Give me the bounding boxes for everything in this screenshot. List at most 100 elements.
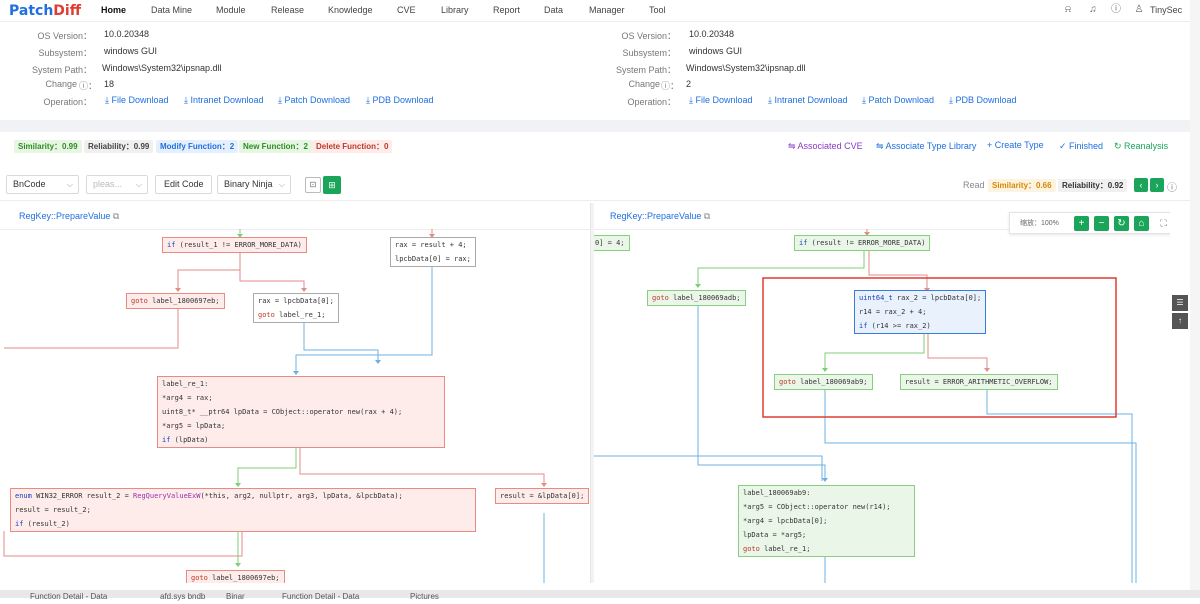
binary-ninja-select[interactable]: Binary Ninja⌵: [217, 175, 291, 194]
copy-icon[interactable]: ⧉: [112, 211, 120, 221]
graph-node[interactable]: rax = result + 4; lpcbData[0] = rax;: [390, 237, 476, 267]
function-select[interactable]: pleas...⌵: [86, 175, 148, 194]
prev-diff-icon[interactable]: ‹: [1134, 178, 1148, 192]
graph-node[interactable]: rax = lpcbData[0]; goto label_re_1;: [253, 293, 339, 323]
user-name[interactable]: TinySec: [1150, 5, 1183, 15]
zoom-in-icon[interactable]: +: [1074, 216, 1089, 231]
page-scrollbar[interactable]: [1190, 0, 1200, 598]
nav-manager[interactable]: Manager: [589, 5, 625, 15]
nav-data-mine[interactable]: Data Mine: [151, 5, 193, 15]
operation-label: Operation：: [627, 97, 676, 107]
file-download-link[interactable]: ⤓ File Download: [689, 95, 753, 105]
os-version-value: 10.0.20348: [104, 29, 150, 39]
read-label: Read: [963, 180, 985, 190]
subsystem-value: windows GUI: [689, 46, 743, 56]
fullscreen-icon[interactable]: ⛶: [1160, 218, 1167, 228]
nav-library[interactable]: Library: [441, 5, 469, 15]
edit-code-button[interactable]: Edit Code: [155, 175, 212, 194]
graph-node[interactable]: 0] = 4;: [594, 235, 630, 251]
copy-icon[interactable]: ⧉: [703, 211, 711, 221]
nav-release[interactable]: Release: [271, 5, 305, 15]
taskbar-tab[interactable]: Binar: [226, 592, 245, 601]
nav-knowledge[interactable]: Knowledge: [328, 5, 373, 15]
modify-function-badge[interactable]: Modify Function：2: [156, 140, 239, 153]
left-graph-pane[interactable]: RegKey::PrepareValue ⧉ if (result_1 != E…: [0, 203, 590, 583]
scroll-top-icon[interactable]: ↑: [1172, 313, 1188, 329]
finished-link[interactable]: ✓ Finished: [1059, 141, 1104, 151]
os-version-label: OS Version：: [37, 31, 92, 41]
graph-node[interactable]: result = &lpData[0];: [495, 488, 590, 504]
bncode-select[interactable]: BnCode⌵: [6, 175, 79, 194]
operation-label: Operation：: [43, 97, 92, 107]
reanalysis-link[interactable]: ↻ Reanalysis: [1114, 141, 1169, 151]
help-icon[interactable]: ⓘ: [1167, 183, 1177, 194]
nav-report[interactable]: Report: [493, 5, 521, 15]
graph-node[interactable]: uint64_t rax_2 = lpcbData[0]; r14 = rax_…: [854, 290, 987, 334]
subsystem-label: Subsystem：: [622, 48, 676, 58]
patch-download-link[interactable]: ⤓ Patch Download: [862, 95, 935, 105]
list-icon[interactable]: ☰: [1172, 295, 1188, 311]
reset-zoom-icon[interactable]: ↻: [1114, 216, 1129, 231]
taskbar: [0, 590, 1200, 598]
system-path-label: System Path：: [31, 65, 92, 75]
pane-splitter[interactable]: [590, 203, 594, 583]
subsystem-value: windows GUI: [104, 46, 158, 56]
pdb-download-link[interactable]: ⤓ PDB Download: [949, 95, 1017, 105]
graph-node[interactable]: result = ERROR_ARITHMETIC_OVERFLOW;: [900, 374, 1058, 390]
intranet-download-link[interactable]: ⤓ Intranet Download: [768, 95, 848, 105]
help-icon[interactable]: ⓘ：: [661, 81, 680, 91]
reliability-badge: Reliability：0.92: [1058, 179, 1128, 192]
graph-node[interactable]: label_180069ab9: *arg5 = CObject::operat…: [738, 485, 915, 557]
taskbar-tab[interactable]: Function Detail - Data: [282, 592, 360, 601]
graph-view-icon[interactable]: ⊞: [323, 176, 341, 194]
graph-node[interactable]: if (result != ERROR_MORE_DATA): [794, 235, 931, 251]
graph-node[interactable]: goto label_180069ab9;: [774, 374, 873, 390]
intranet-download-link[interactable]: ⤓ Intranet Download: [184, 95, 264, 105]
left-graph-edges: [3, 229, 547, 583]
subsystem-label: Subsystem：: [38, 48, 92, 58]
next-diff-icon[interactable]: ›: [1150, 178, 1164, 192]
home-icon[interactable]: ⌂: [1134, 216, 1149, 231]
code-view-icon[interactable]: ⊡: [305, 177, 321, 193]
nav-data[interactable]: Data: [544, 5, 564, 15]
help-icon[interactable]: ⓘ: [1111, 4, 1121, 15]
graph-node[interactable]: goto label_180069adb;: [647, 290, 746, 306]
zoom-level: 缩放：100%: [1020, 220, 1059, 227]
bell-off-icon[interactable]: ⍾: [1064, 4, 1072, 15]
graph-node[interactable]: goto label_1800697eb;: [186, 570, 285, 583]
patch-download-link[interactable]: ⤓ Patch Download: [278, 95, 351, 105]
system-path-label: System Path：: [615, 65, 676, 75]
os-version-label: OS Version：: [621, 31, 676, 41]
nav-cve[interactable]: CVE: [397, 5, 416, 15]
user-icon[interactable]: ♙: [1134, 4, 1144, 15]
new-function-badge[interactable]: New Function：2: [239, 140, 312, 153]
nav-home[interactable]: Home: [101, 5, 127, 15]
help-icon[interactable]: ⓘ：: [79, 81, 98, 91]
taskbar-tab[interactable]: Pictures: [410, 592, 439, 601]
file-download-link[interactable]: ⤓ File Download: [105, 95, 169, 105]
pdb-download-link[interactable]: ⤓ PDB Download: [366, 95, 434, 105]
os-version-value: 10.0.20348: [689, 29, 735, 39]
create-type-link[interactable]: + Create Type: [987, 140, 1044, 150]
zoom-toolbar: 缩放：100% + − ↻ ⌂ ⛶: [1009, 212, 1170, 234]
graph-node[interactable]: label_re_1: *arg4 = rax; uint8_t* __ptr6…: [157, 376, 445, 448]
nav-module[interactable]: Module: [216, 5, 246, 15]
taskbar-tab[interactable]: afd.sys bndb: [160, 592, 206, 601]
panes-top-border: [0, 200, 1200, 201]
graph-node[interactable]: if (result_1 != ERROR_MORE_DATA): [162, 237, 307, 253]
app-logo[interactable]: PatchDiff: [9, 3, 82, 19]
delete-function-badge[interactable]: Delete Function：0: [312, 140, 393, 153]
taskbar-tab[interactable]: Function Detail - Data: [30, 592, 108, 601]
graph-node[interactable]: goto label_1800697eb;: [126, 293, 225, 309]
change-value: 18: [104, 79, 115, 89]
reliability-badge: Reliability：0.99: [84, 140, 154, 153]
graph-node[interactable]: enum WIN32_ERROR result_2 = RegQueryValu…: [10, 488, 476, 532]
bell-icon[interactable]: ♫: [1089, 4, 1097, 15]
system-path-value: Windows\System32\ipsnap.dll: [102, 63, 222, 73]
zoom-out-icon[interactable]: −: [1094, 216, 1109, 231]
nav-tool[interactable]: Tool: [649, 5, 666, 15]
change-label: Change: [45, 79, 77, 89]
right-graph-pane[interactable]: RegKey::PrepareValue ⧉ 0] = 4; if (resul…: [594, 203, 1170, 583]
associate-type-library-link[interactable]: ⇋ Associate Type Library: [876, 141, 977, 151]
associated-cve-link[interactable]: ⇋ Associated CVE: [788, 141, 863, 151]
